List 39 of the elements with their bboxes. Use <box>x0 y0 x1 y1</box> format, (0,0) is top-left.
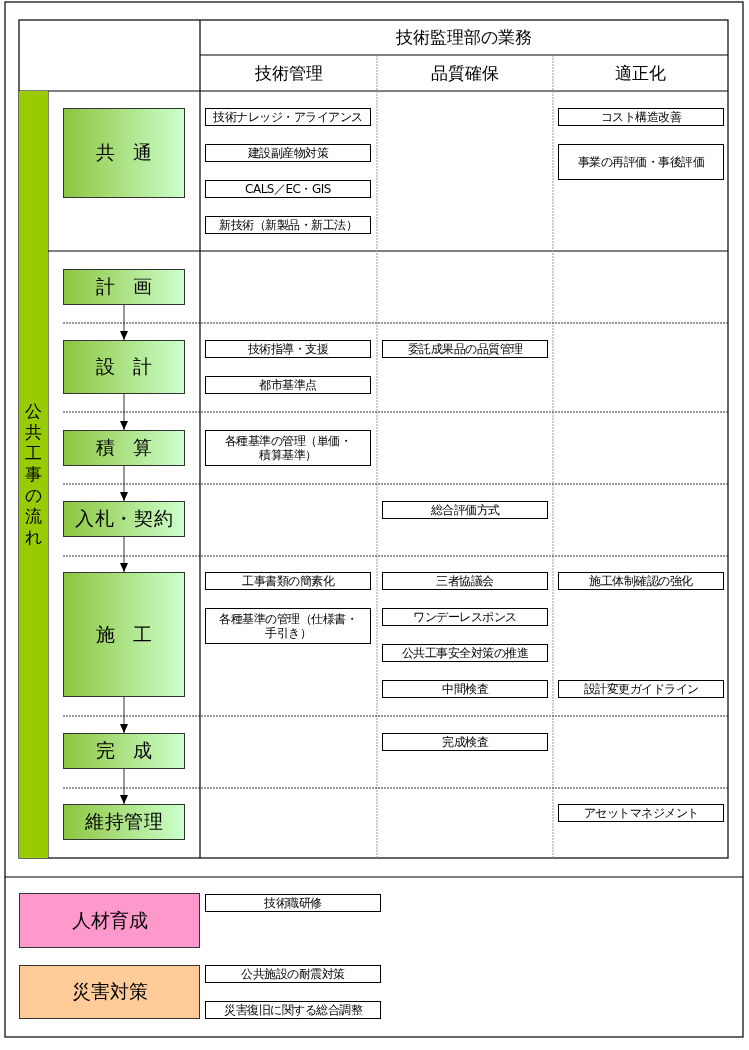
task-box: アセットマネジメント <box>558 804 724 822</box>
task-box: コスト構造改善 <box>558 108 724 126</box>
category-box: 人材育成 <box>19 893 200 948</box>
column-header: 技術監理部の業務 <box>395 26 533 49</box>
task-box: 中間検査 <box>382 680 548 698</box>
category-box: 災害対策 <box>19 965 200 1019</box>
task-box: CALS／EC・GIS <box>205 180 371 198</box>
task-box: 三者協議会 <box>382 572 548 590</box>
stage-box: 共通 <box>63 108 185 198</box>
task-box: 公共施設の耐震対策 <box>205 965 381 983</box>
task-box: 完成検査 <box>382 733 548 751</box>
task-box: 災害復旧に関する総合調整 <box>205 1001 381 1019</box>
task-box: 事業の再評価・事後評価 <box>558 144 724 180</box>
task-box: 設計変更ガイドライン <box>558 680 724 698</box>
stage-box: 計画 <box>63 269 185 305</box>
task-box: 公共工事安全対策の推進 <box>382 644 548 662</box>
task-box: 技術職研修 <box>205 894 381 912</box>
column-header: 品質確保 <box>430 61 500 85</box>
task-box: 各種基準の管理（仕様書・手引き） <box>205 608 371 644</box>
column-header: 技術管理 <box>253 61 324 85</box>
stage-box: 入札・契約 <box>63 501 185 537</box>
task-box: 技術ナレッジ・アライアンス <box>205 108 371 126</box>
task-box: ワンデーレスポンス <box>382 608 548 626</box>
flow-band: 公共工事の流れ <box>19 91 48 858</box>
task-box: 新技術（新製品・新工法） <box>205 216 371 234</box>
stage-box: 完成 <box>63 733 185 769</box>
task-box: 総合評価方式 <box>382 501 548 519</box>
stage-box: 施工 <box>63 572 185 697</box>
stage-box: 維持管理 <box>63 804 185 840</box>
task-box: 都市基準点 <box>205 376 371 394</box>
stage-box: 設計 <box>63 340 185 394</box>
column-header: 適正化 <box>614 61 667 85</box>
task-box: 施工体制確認の強化 <box>558 572 724 590</box>
stage-box: 積算 <box>63 430 185 466</box>
task-box: 委託成果品の品質管理 <box>382 340 548 358</box>
task-box: 工事書類の簡素化 <box>205 572 371 590</box>
task-box: 技術指導・支援 <box>205 340 371 358</box>
task-box: 各種基準の管理（単価・積算基準） <box>205 430 371 466</box>
task-box: 建設副産物対策 <box>205 144 371 162</box>
